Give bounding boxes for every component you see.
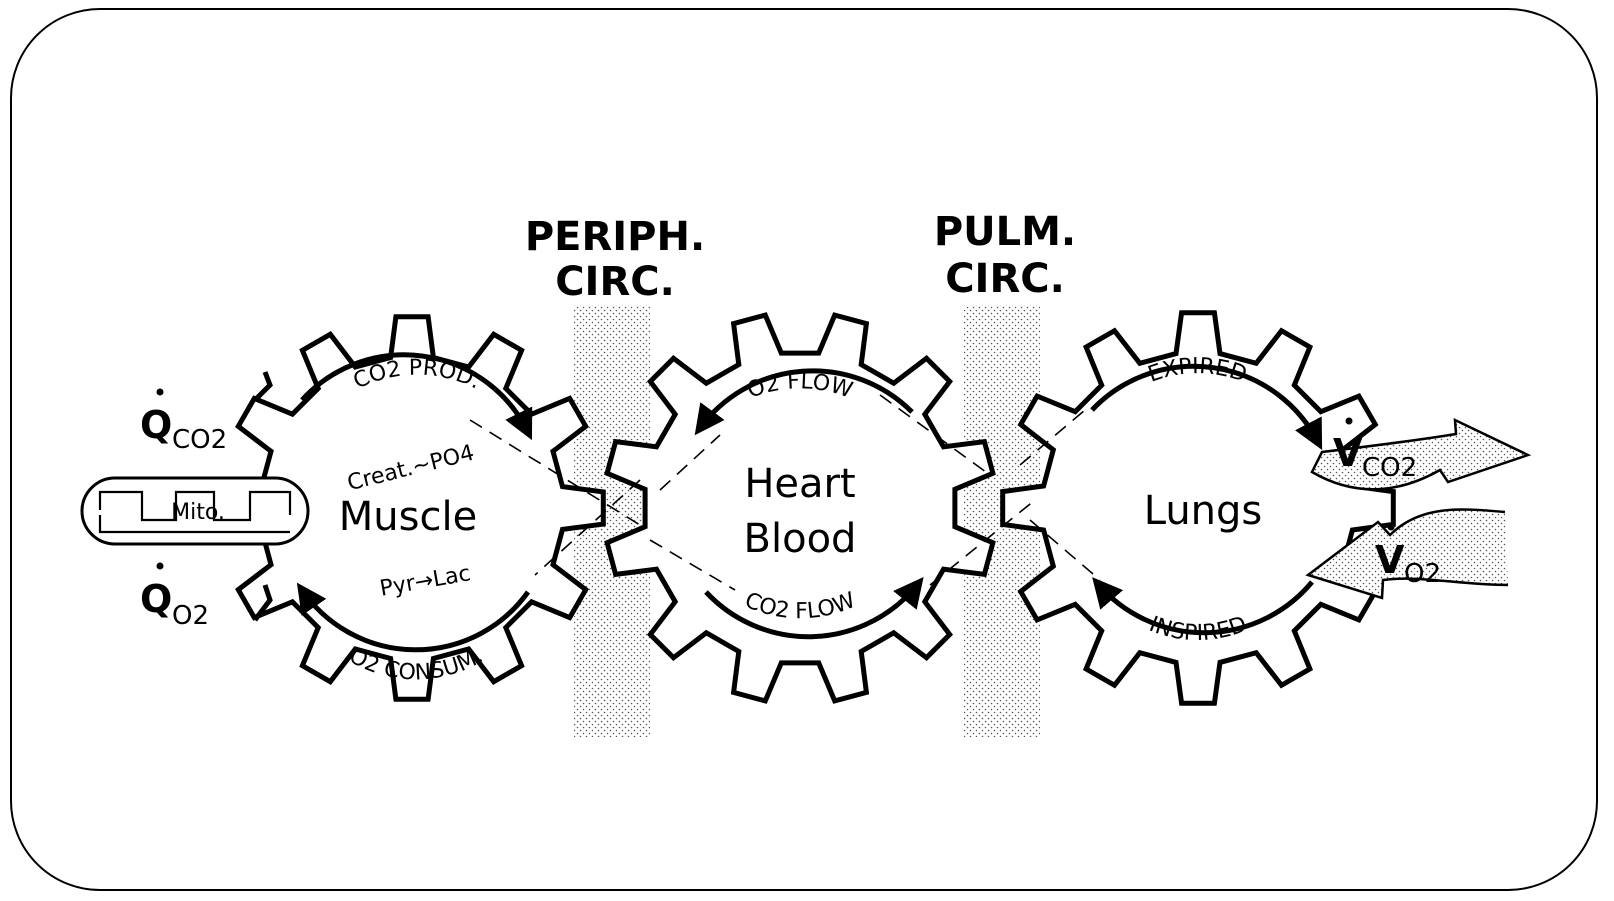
muscle-label: Muscle (339, 494, 477, 540)
peripheral-circulation-label-line1: PERIPH. (525, 214, 705, 260)
svg-text:O2: O2 (1404, 559, 1441, 589)
blood-label: Blood (744, 516, 857, 562)
pulmonary-circulation-label-line2: CIRC. (945, 256, 1065, 302)
peripheral-circulation-label-line2: CIRC. (555, 259, 675, 305)
svg-text:CO2: CO2 (1362, 453, 1417, 483)
svg-text:O2: O2 (172, 601, 209, 631)
qco2-indicator: Q CO2 (140, 389, 227, 456)
lungs-label: Lungs (1144, 488, 1263, 534)
mitochondrion-icon: Mito. (82, 478, 308, 544)
svg-text:CO2: CO2 (172, 425, 227, 455)
svg-text:Q: Q (140, 403, 172, 447)
svg-text:Q: Q (140, 577, 172, 621)
pulmonary-circulation-label-line1: PULM. (934, 209, 1076, 255)
mitochondrion-label: Mito. (171, 500, 225, 525)
svg-text:V: V (1375, 538, 1405, 582)
heart-label: Heart (744, 461, 855, 507)
qo2-indicator: Q O2 (140, 563, 209, 632)
svg-text:V: V (1333, 431, 1363, 475)
